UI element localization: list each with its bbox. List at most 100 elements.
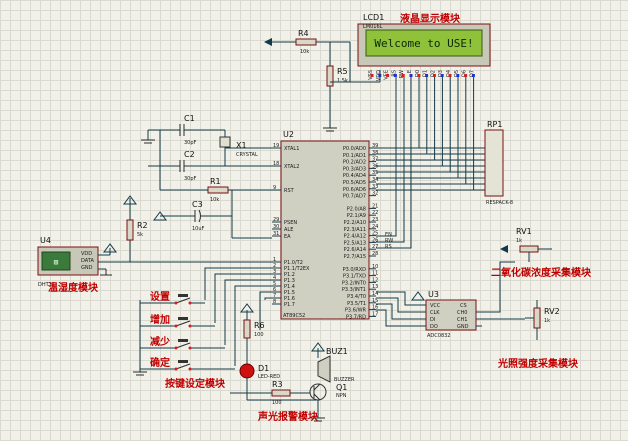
u2-pin-number: 22	[372, 210, 378, 216]
u2-pin-name: P2.2/A10	[344, 220, 366, 226]
u2-pin-name: P1.2	[284, 272, 295, 278]
d1-ref: D1	[258, 364, 269, 373]
lcd-module-label: 液晶显示模块	[400, 12, 461, 25]
u2-pin-number: 17	[372, 311, 378, 317]
c1-ref: C1	[184, 114, 195, 123]
u2-pin-name: P1.7	[284, 302, 295, 308]
rv2-module-label: 光照强度采集模块	[497, 357, 579, 370]
pushbutton[interactable]: 增加	[140, 313, 215, 328]
u2-pin-number: 36	[372, 163, 378, 169]
pushbutton[interactable]: 减少	[140, 335, 225, 350]
u3-pin-di: DI	[430, 317, 435, 323]
en-label: EN	[385, 232, 392, 238]
u2-pin-number: 1	[273, 257, 276, 263]
u3-pin-cs: CS	[460, 303, 467, 309]
power-arrow-icon	[500, 245, 508, 253]
lcd-pin-marker	[471, 74, 475, 77]
q1-transistor[interactable]: Q1 NPN	[309, 383, 347, 401]
x1-ref: X1	[236, 141, 247, 150]
u2-pin-name: P1.4	[284, 284, 295, 290]
lcd-pin-label: D4	[446, 70, 452, 77]
u2-pin-number: 32	[372, 191, 378, 197]
dht-display-icon: ▥	[54, 258, 59, 266]
bus-line	[376, 77, 451, 173]
u2-pin-name: XTAL2	[284, 164, 299, 170]
lcd-model: LM016L	[363, 24, 383, 30]
u4-pin-gnd: GND	[81, 265, 93, 271]
rv1-module-label: 二氧化碳浓度采集模块	[491, 266, 592, 279]
ground-icon	[100, 269, 112, 276]
lcd-module[interactable]: Welcome to USE! LCD1 LM016L 液晶显示模块 VSSVD…	[357, 12, 491, 81]
u2-pin-number: 31	[273, 231, 279, 237]
u3-pin-do: DO	[430, 324, 438, 330]
x1-crystal[interactable]: X1 CRYSTAL	[219, 130, 272, 166]
r6-resistor[interactable]: R6 100	[243, 310, 265, 364]
r2-ref: R2	[137, 221, 148, 230]
r3-resistor[interactable]: R3 100	[230, 380, 310, 406]
c1-capacitor[interactable]: C1 30pF	[148, 114, 225, 146]
buzzer-icon	[317, 355, 331, 383]
rv1-potentiometer[interactable]: RV1 1k	[516, 227, 552, 262]
r4-resistor[interactable]: R4 10k	[270, 29, 351, 82]
u2-pin-number: 24	[372, 224, 378, 230]
q1-ref: Q1	[336, 383, 347, 392]
u2-pin-name: P0.2/AD2	[343, 160, 366, 166]
adc-wiring	[376, 261, 525, 327]
u2-pin-name: P1.3	[284, 278, 295, 284]
u4-dht11[interactable]: ▥ U4 VDD DATA GND DHT11 温湿度模块	[37, 236, 99, 294]
u4-pin-vdd: VDD	[81, 251, 92, 257]
lcd-screen	[365, 29, 483, 57]
button-label: 减少	[150, 335, 170, 348]
buttons-module-label: 按键设定模块	[165, 377, 226, 390]
buz1-buzzer[interactable]: BUZ1 BUZZER	[317, 347, 355, 383]
u2-pin-name: P2.4/A12	[344, 234, 366, 240]
u2-pin-name: P3.0/RXD	[343, 267, 367, 273]
u2-pin-number: 37	[372, 157, 378, 163]
r2-value: 5k	[137, 232, 143, 238]
r5-resistor[interactable]: R5 1.5k	[326, 42, 348, 128]
lcd-pin-marker	[401, 74, 405, 77]
u2-pin-name: P1.0/T2	[284, 260, 303, 266]
r2-resistor[interactable]: R2 5k	[126, 198, 148, 262]
button-label: 设置	[150, 290, 170, 303]
u3-ref: U3	[428, 290, 439, 299]
pushbutton[interactable]: 确定	[140, 356, 235, 371]
r3-ref: R3	[272, 380, 283, 389]
rp1-respack[interactable]: RP1 RESPACK-8	[484, 120, 513, 206]
u2-pin-name: P0.3/AD3	[343, 166, 366, 172]
u2-pin-name: P3.2/INT0	[342, 280, 366, 286]
r1-ref: R1	[210, 177, 221, 186]
c3-capacitor[interactable]: C3 10uF	[160, 190, 233, 232]
lcd-pin-label: D3	[438, 70, 444, 77]
c2-capacitor[interactable]: C2 30pF	[148, 150, 272, 182]
rv1-ref: RV1	[516, 227, 532, 236]
u3-adc0832[interactable]: U3 ADC0832 VCC CLK DI DO CS CH0 CH1 GND	[425, 290, 477, 339]
button-label: 增加	[150, 313, 170, 326]
pushbutton[interactable]: 设置	[140, 290, 205, 305]
lcd-pin-marker	[393, 74, 397, 77]
u2-pin-number: 12	[372, 277, 378, 283]
u3-pin-vcc: VCC	[430, 303, 441, 309]
u2-pin-name: P3.6/WR	[345, 308, 367, 314]
lcd-pin-label: E	[407, 70, 413, 73]
u2-pin-number: 35	[372, 170, 378, 176]
d1-model: LED-RED	[258, 374, 280, 380]
u2-pin-number: 38	[372, 150, 378, 156]
u2-pin-name: P2.0/A8	[347, 206, 366, 212]
rv2-potentiometer[interactable]: RV2 1k	[525, 300, 560, 340]
u2-pin-name: P2.3/A11	[344, 227, 366, 233]
r1-resistor[interactable]: R1 10k	[160, 177, 272, 203]
lcd-pin-marker	[448, 74, 452, 77]
u2-pin-number: 11	[372, 271, 378, 277]
bus-line	[376, 77, 459, 179]
c3-value: 10uF	[192, 226, 205, 232]
u2-pin-number: 27	[372, 244, 378, 250]
u2-pin-number: 26	[372, 237, 378, 243]
r5-ref: R5	[337, 67, 348, 76]
d1-led[interactable]: D1 LED-RED	[239, 363, 280, 380]
lcd-ref: LCD1	[363, 13, 384, 22]
c3-ref: C3	[192, 200, 203, 209]
bus-line	[376, 77, 443, 167]
u2-pin-name: P3.4/T0	[347, 294, 366, 300]
